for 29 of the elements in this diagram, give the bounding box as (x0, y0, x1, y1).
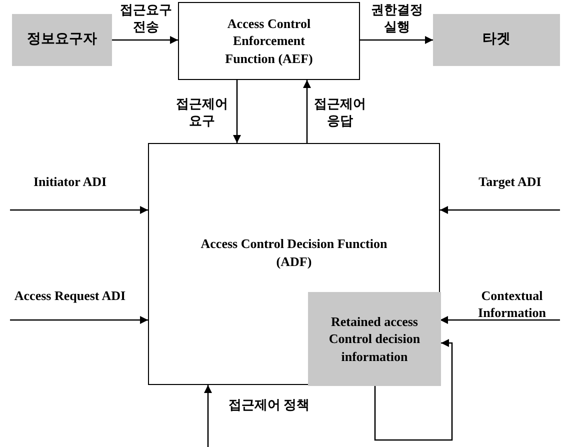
arrow (204, 385, 212, 447)
edge-label: 접근제어 요구 (175, 96, 229, 130)
arrow (374, 339, 453, 441)
arrow (112, 36, 178, 44)
node-label: 타겟 (482, 30, 510, 49)
process-box (308, 292, 441, 386)
edge-label: Target ADI (478, 174, 542, 191)
node-label: Access Control Decision Function (ADF) (200, 235, 388, 271)
arrow (360, 36, 433, 44)
node-label: Retained access Control decision information (328, 312, 422, 366)
edge-label: Initiator ADI (32, 174, 108, 191)
edge-label: Contextual Information (477, 288, 547, 322)
edge-label: Access Request ADI (14, 288, 126, 305)
process-box (12, 14, 112, 66)
arrow (233, 80, 241, 143)
edge-label: 접근제어 응답 (313, 96, 367, 130)
edge-label: 접근요구 전송 (119, 2, 173, 36)
edge-label: 접근제어 정책 (227, 397, 311, 414)
node-label: Access Control Enforcement Function (AEF) (224, 14, 314, 68)
function-box (178, 2, 360, 80)
arrow (440, 206, 560, 214)
arrow (10, 316, 148, 324)
arrow (10, 206, 148, 214)
edge-label: 권한결정 실행 (370, 2, 424, 36)
arrow (440, 316, 560, 324)
process-box (433, 14, 560, 66)
node-label: 정보요구자 (27, 30, 97, 49)
function-box (148, 143, 440, 385)
arrow (303, 80, 311, 143)
